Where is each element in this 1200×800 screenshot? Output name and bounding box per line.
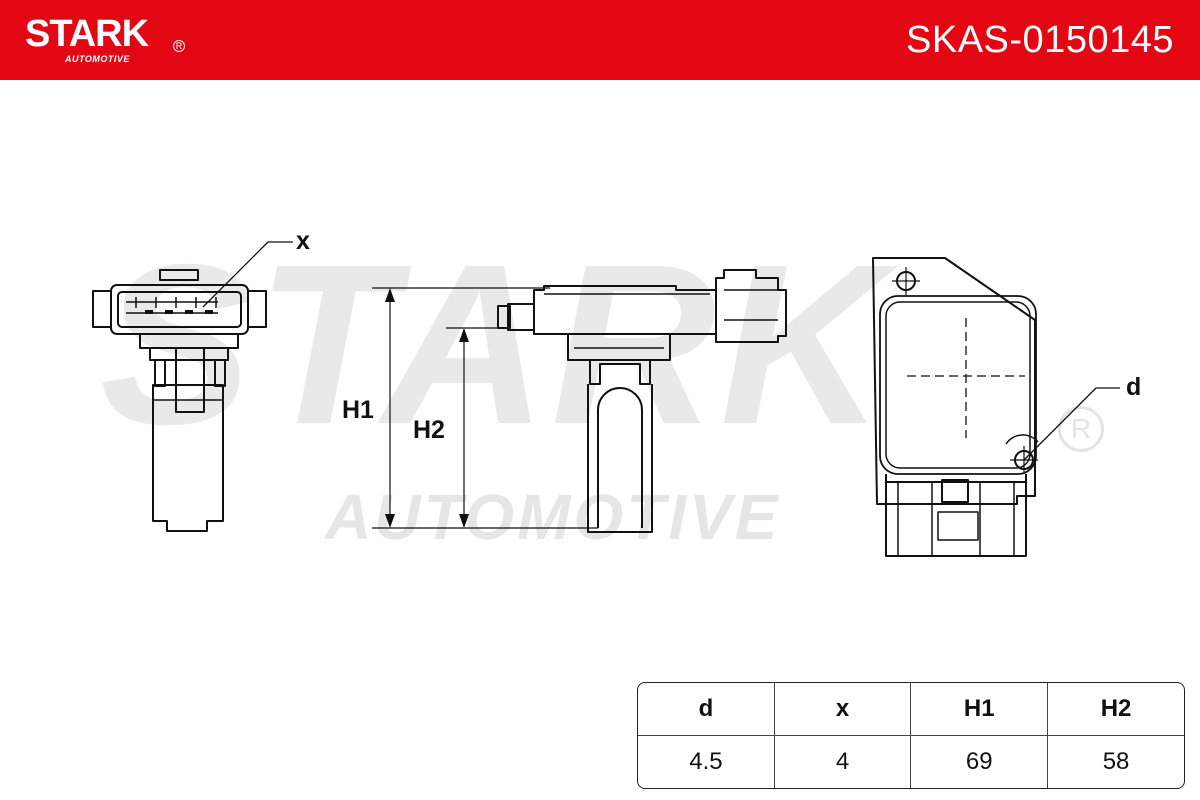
spec-value-h1: 69 <box>911 736 1049 788</box>
technical-drawing: STARK AUTOMOTIVE R <box>0 80 1200 680</box>
brand-logo-subtext: AUTOMOTIVE <box>65 54 130 64</box>
spec-table-header-row: d x H1 H2 <box>638 683 1184 736</box>
h2-arrow-bottom <box>459 514 469 528</box>
spec-value-h2: 58 <box>1102 748 1130 775</box>
leader-d <box>1023 387 1120 461</box>
spec-header-h1: H1 <box>911 683 1049 736</box>
registered-mark-icon: R <box>173 40 185 52</box>
leader-lines <box>202 241 1120 461</box>
header-bar: STARK R AUTOMOTIVE SKAS-0150145 <box>0 0 1200 80</box>
spec-value-d: 4.5 <box>638 736 775 788</box>
watermark-registered-icon: R <box>1058 406 1104 452</box>
h1-arrow-top <box>385 288 395 302</box>
dimension-lines <box>372 287 598 529</box>
part-number: SKAS-0150145 <box>906 19 1174 61</box>
brand-logo: STARK R AUTOMOTIVE <box>25 14 195 70</box>
h2-arrow-top <box>459 328 469 342</box>
spec-table-value-row: 4.5 4 69 58 <box>638 736 1184 788</box>
spec-header-d: d <box>638 683 775 736</box>
dimension-spec-table: d x H1 H2 4.5 4 69 58 <box>637 682 1185 789</box>
spec-header-h2: H2 <box>1048 683 1184 736</box>
label-d: d <box>1126 373 1142 401</box>
watermark-main: STARK <box>100 218 889 472</box>
sensor-side-view <box>497 269 787 533</box>
spec-header-x: x <box>774 683 912 736</box>
watermark-sub: AUTOMOTIVE <box>325 481 781 553</box>
sensor-top-view <box>872 257 1039 557</box>
h1-arrow-bottom <box>385 514 395 528</box>
dimension-arrows <box>385 288 469 528</box>
sensor-drawing-svg <box>92 241 1120 557</box>
brand-logo-text: STARK <box>25 13 149 55</box>
label-x: x <box>296 227 310 255</box>
spec-value-x: 4 <box>775 736 912 788</box>
label-h1: H1 <box>342 396 374 424</box>
sensor-end-view <box>92 269 267 532</box>
leader-x <box>202 241 293 308</box>
label-h2: H2 <box>413 416 445 444</box>
